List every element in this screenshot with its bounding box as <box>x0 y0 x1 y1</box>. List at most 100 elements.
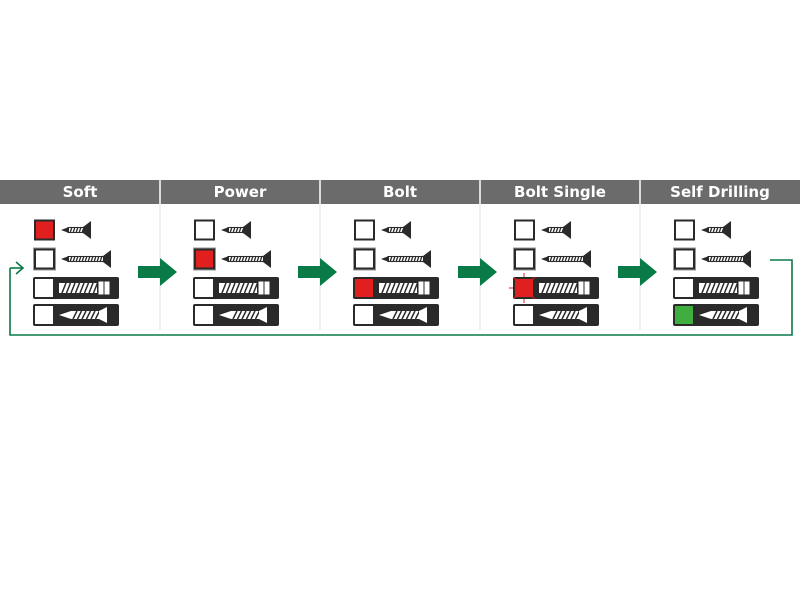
drill-thread <box>401 310 407 320</box>
screw-thread <box>232 226 236 234</box>
screw-thread <box>90 255 94 263</box>
screw-thread <box>718 255 722 263</box>
indicator-light <box>355 306 373 324</box>
drill-shank <box>391 311 419 319</box>
screw-thread <box>733 255 737 263</box>
bolt-thread <box>385 282 392 294</box>
screw-thread <box>401 255 405 263</box>
screw-thread <box>564 255 568 263</box>
screw-thread <box>244 255 248 263</box>
screw-thread <box>558 255 562 263</box>
drill-thread <box>250 310 256 320</box>
drill-thread <box>72 310 78 320</box>
bolt-thread <box>545 282 552 294</box>
drill-thread <box>85 310 92 320</box>
blink-ray <box>531 295 535 299</box>
screw-thread <box>552 226 556 234</box>
screw-tip <box>61 256 69 262</box>
drill-tip <box>699 311 711 319</box>
screw-thread <box>69 255 73 263</box>
drill-head <box>739 307 747 323</box>
drill-thread <box>565 310 572 320</box>
screw-thread <box>241 255 245 263</box>
screw-thread <box>389 226 393 234</box>
screw-thread <box>718 226 722 234</box>
drill-thread <box>405 310 412 320</box>
screw-thread <box>99 255 103 263</box>
bolt-thread <box>61 282 67 294</box>
bolt-icon <box>353 277 439 299</box>
mode-label: Bolt Single <box>514 183 606 201</box>
bolt-thread <box>234 282 241 294</box>
bolt-thread <box>248 282 254 294</box>
indicator-light <box>515 306 533 324</box>
screw-thread <box>229 255 233 263</box>
screw-thread <box>398 255 402 263</box>
bolt-thread <box>572 282 579 294</box>
bolt-thread <box>701 282 707 294</box>
screw-head <box>423 250 431 268</box>
indicator-light <box>195 306 213 324</box>
bolt-thread <box>230 282 236 294</box>
screw-thread <box>570 255 574 263</box>
loop-arrowhead-icon <box>15 261 25 275</box>
mode-label: Self Drilling <box>670 183 770 201</box>
screw-tip <box>541 256 549 262</box>
bolt-thread <box>70 282 76 294</box>
screw-thread <box>398 226 402 234</box>
indicator-light <box>514 219 535 241</box>
screw-thread <box>78 226 82 234</box>
indicator-light <box>35 306 53 324</box>
drill-shank <box>231 311 259 319</box>
drill-shank <box>71 311 99 319</box>
screw-thread <box>727 255 731 263</box>
screw-thread <box>72 226 76 234</box>
blink-ray <box>513 295 517 299</box>
mode-column-power: Power <box>193 183 279 326</box>
mode-label: Soft <box>63 183 98 201</box>
right-arrow-icon <box>298 258 337 286</box>
screw-thread <box>558 226 562 234</box>
screw-thread <box>395 226 399 234</box>
screw-head <box>723 221 731 239</box>
indicator-light <box>355 279 373 297</box>
screw-thread <box>75 226 79 234</box>
drill-thread <box>410 310 416 320</box>
long-screw-icon <box>701 250 751 268</box>
bolt-thread <box>710 282 716 294</box>
bolt-thread <box>550 282 556 294</box>
blink-ray <box>513 277 517 281</box>
screw-thread <box>389 255 393 263</box>
screw-thread <box>235 226 239 234</box>
blink-ray <box>531 277 535 281</box>
small-screw-icon <box>541 221 571 239</box>
drill-thread <box>574 310 581 320</box>
screw-thread <box>250 255 254 263</box>
screw-thread <box>712 255 716 263</box>
indicator-light <box>514 248 535 270</box>
screw-thread <box>247 255 251 263</box>
screw-head <box>583 250 591 268</box>
screw-thread <box>555 255 559 263</box>
screw-thread <box>81 255 85 263</box>
drill-shank <box>711 311 739 319</box>
indicator-light <box>194 248 215 270</box>
drill-thread <box>245 310 252 320</box>
drill-thread <box>236 310 243 320</box>
screw-thread <box>69 226 73 234</box>
drill-tip <box>219 311 231 319</box>
mode-column-bolt: Bolt <box>353 183 439 326</box>
screw-thread <box>712 226 716 234</box>
bolt-thread <box>252 282 259 294</box>
screw-thread <box>96 255 100 263</box>
bolt-thread <box>79 282 85 294</box>
drill-thread <box>241 310 247 320</box>
drill-head <box>579 307 587 323</box>
bolt-thread <box>723 282 730 294</box>
screw-tip <box>381 227 389 233</box>
bolt-thread <box>559 282 565 294</box>
bolt-thread <box>221 282 227 294</box>
bolt-icon <box>673 277 759 299</box>
screw-head <box>743 250 751 268</box>
drill-tip <box>59 311 71 319</box>
